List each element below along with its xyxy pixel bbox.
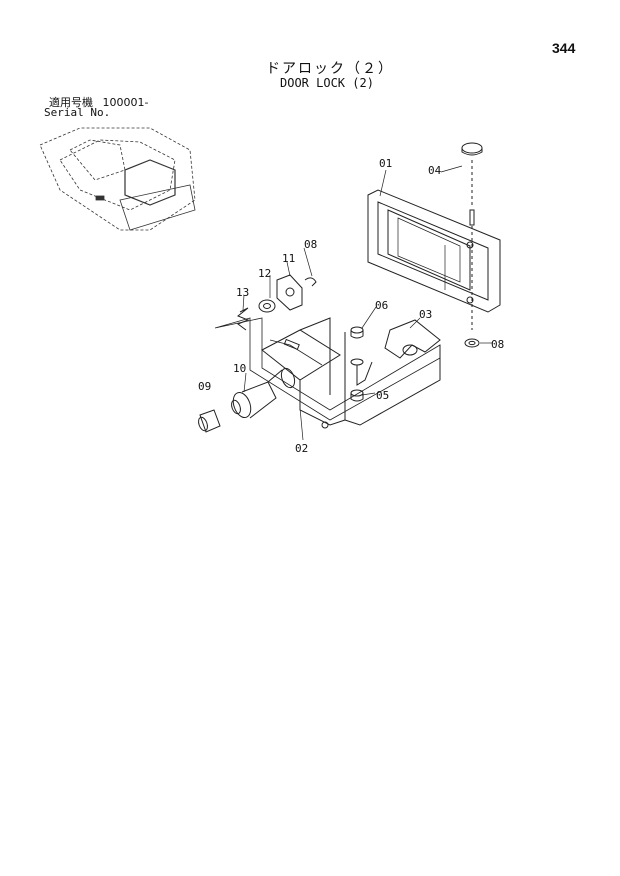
callout-09: 09: [198, 380, 212, 393]
callout-08-bottom: 08: [491, 338, 505, 351]
washer-part: [464, 338, 480, 348]
page-number: 344: [552, 40, 576, 56]
excavator-thumbnail: [39, 127, 196, 231]
leader-lines: [242, 165, 492, 441]
door-frame-part: [367, 189, 501, 313]
latch-part: [384, 319, 441, 359]
lock-base-plate: [214, 317, 441, 429]
spring-part: [350, 326, 373, 402]
callout-03: 03: [419, 308, 433, 321]
page-title-japanese: ドアロック（２）: [266, 61, 394, 77]
callout-01: 01: [379, 157, 393, 170]
serial-block: 適用号機 100001-: [49, 94, 148, 110]
serial-label-english: Serial No.: [44, 106, 111, 119]
lock-cylinder-part: [198, 367, 296, 433]
callout-04: 04: [428, 164, 442, 177]
callout-08-top: 08: [304, 238, 318, 251]
serial-value: 100001-: [102, 96, 149, 109]
callout-12: 12: [258, 267, 272, 280]
callout-13: 13: [236, 286, 250, 299]
callout-05: 05: [376, 389, 390, 402]
callout-11: 11: [282, 252, 296, 265]
page-title-english: DOOR LOCK (2): [280, 76, 374, 90]
callout-06: 06: [375, 299, 389, 312]
small-parts: [236, 274, 317, 331]
cap-part: [461, 142, 483, 330]
serial-label-japanese: 適用号機: [49, 96, 93, 109]
callout-02: 02: [295, 442, 309, 455]
callout-10: 10: [233, 362, 247, 375]
